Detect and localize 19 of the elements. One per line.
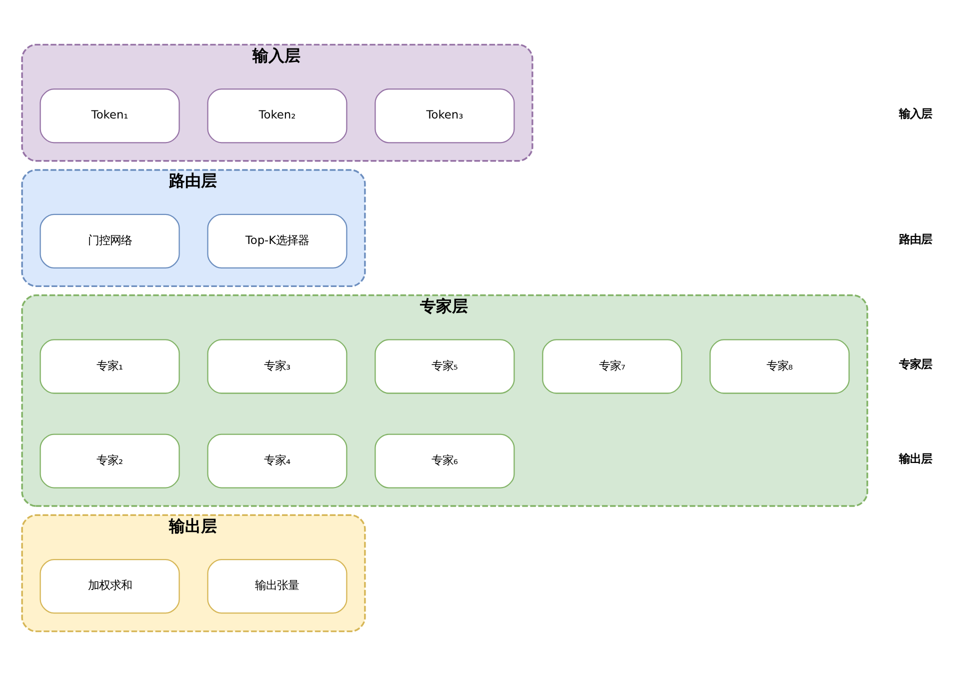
node-box: Token₁: [40, 88, 180, 144]
label: 路由层: [899, 232, 932, 246]
node-box: 专家₃: [207, 339, 348, 394]
node-box: Top-K选择器: [207, 214, 348, 268]
node-box: 输出张量: [207, 559, 348, 614]
label: 专家层: [899, 357, 932, 372]
node-box: 专家₁: [40, 339, 180, 394]
node-box: Token₃: [374, 88, 515, 144]
node-box: 专家₂: [40, 434, 180, 488]
node-box: Token₂: [207, 88, 348, 144]
label: 输出层: [899, 452, 932, 466]
node-box: 加权求和: [40, 559, 180, 614]
node-box: 专家₈: [710, 339, 850, 394]
node-box: 门控网络: [40, 214, 180, 268]
node-box: 专家₇: [542, 339, 682, 394]
node-box: 专家₄: [207, 434, 348, 488]
node-box: 专家₆: [374, 434, 515, 488]
node-box: 专家₅: [374, 339, 515, 394]
label: 输入层: [899, 106, 932, 121]
